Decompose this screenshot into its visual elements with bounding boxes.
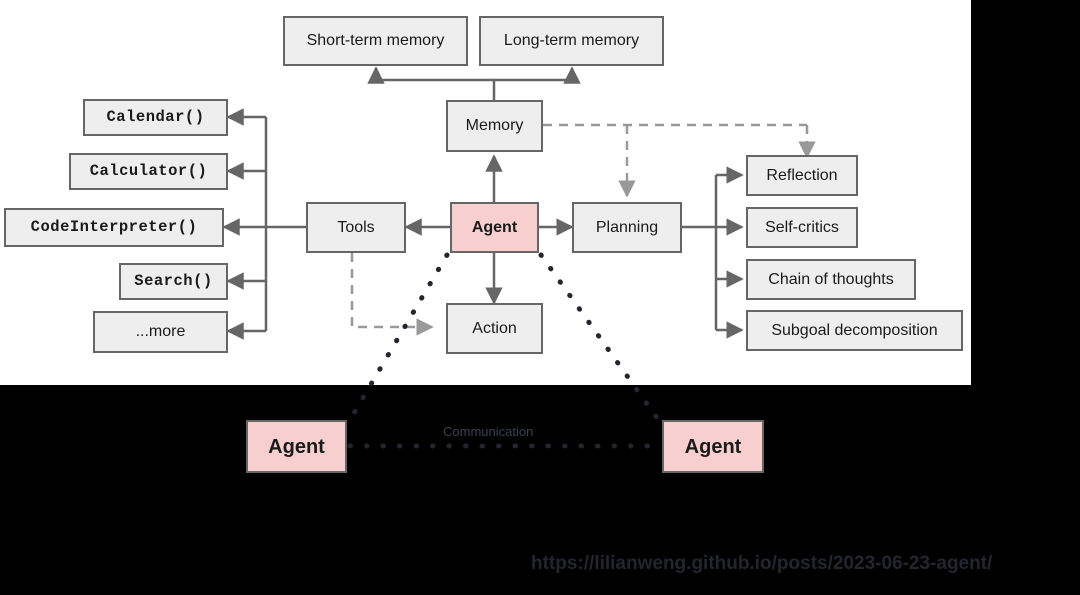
node-chain-of-thoughts-label: Chain of thoughts bbox=[768, 270, 894, 288]
node-self-critics-label: Self-critics bbox=[765, 218, 839, 236]
node-tools[interactable]: Tools bbox=[306, 202, 406, 253]
node-action[interactable]: Action bbox=[446, 303, 543, 354]
node-tool-calendar-label: Calendar() bbox=[106, 107, 205, 126]
node-agent-core[interactable]: Agent bbox=[450, 202, 539, 253]
node-tool-search[interactable]: Search() bbox=[119, 263, 228, 300]
node-subgoal-decomposition-label: Subgoal decomposition bbox=[771, 321, 938, 339]
source-url: https://lilianweng.github.io/posts/2023-… bbox=[531, 553, 993, 574]
node-long-term-memory-label: Long-term memory bbox=[503, 32, 640, 50]
node-tool-search-label: Search() bbox=[134, 271, 213, 290]
node-agent-left-label: Agent bbox=[268, 435, 325, 458]
node-tool-calendar[interactable]: Calendar() bbox=[83, 99, 228, 136]
node-tool-calculator-label: Calculator() bbox=[89, 161, 208, 180]
node-tool-codeinterpreter[interactable]: CodeInterpreter() bbox=[4, 208, 224, 247]
node-chain-of-thoughts[interactable]: Chain of thoughts bbox=[746, 259, 916, 300]
node-tool-more-label: ...more bbox=[135, 323, 186, 341]
node-planning-label: Planning bbox=[595, 218, 659, 236]
node-subgoal-decomposition[interactable]: Subgoal decomposition bbox=[746, 310, 963, 351]
node-tool-codeinterpreter-label: CodeInterpreter() bbox=[30, 217, 198, 236]
node-agent-left[interactable]: Agent bbox=[246, 420, 347, 473]
node-reflection-label: Reflection bbox=[766, 166, 838, 184]
node-memory[interactable]: Memory bbox=[446, 100, 543, 152]
node-tool-more[interactable]: ...more bbox=[93, 311, 228, 353]
communication-label: Communication bbox=[443, 424, 534, 439]
node-memory-label: Memory bbox=[465, 117, 524, 135]
node-tool-calculator[interactable]: Calculator() bbox=[69, 153, 228, 190]
node-agent-core-label: Agent bbox=[471, 218, 518, 236]
node-agent-right-label: Agent bbox=[684, 435, 742, 458]
node-tools-label: Tools bbox=[337, 218, 375, 236]
node-short-term-memory[interactable]: Short-term memory bbox=[283, 16, 468, 66]
node-action-label: Action bbox=[472, 319, 517, 337]
node-self-critics[interactable]: Self-critics bbox=[746, 207, 858, 248]
node-reflection[interactable]: Reflection bbox=[746, 155, 858, 196]
node-long-term-memory[interactable]: Long-term memory bbox=[479, 16, 664, 66]
node-agent-right[interactable]: Agent bbox=[662, 420, 764, 473]
node-planning[interactable]: Planning bbox=[572, 202, 682, 253]
node-short-term-memory-label: Short-term memory bbox=[306, 32, 445, 50]
